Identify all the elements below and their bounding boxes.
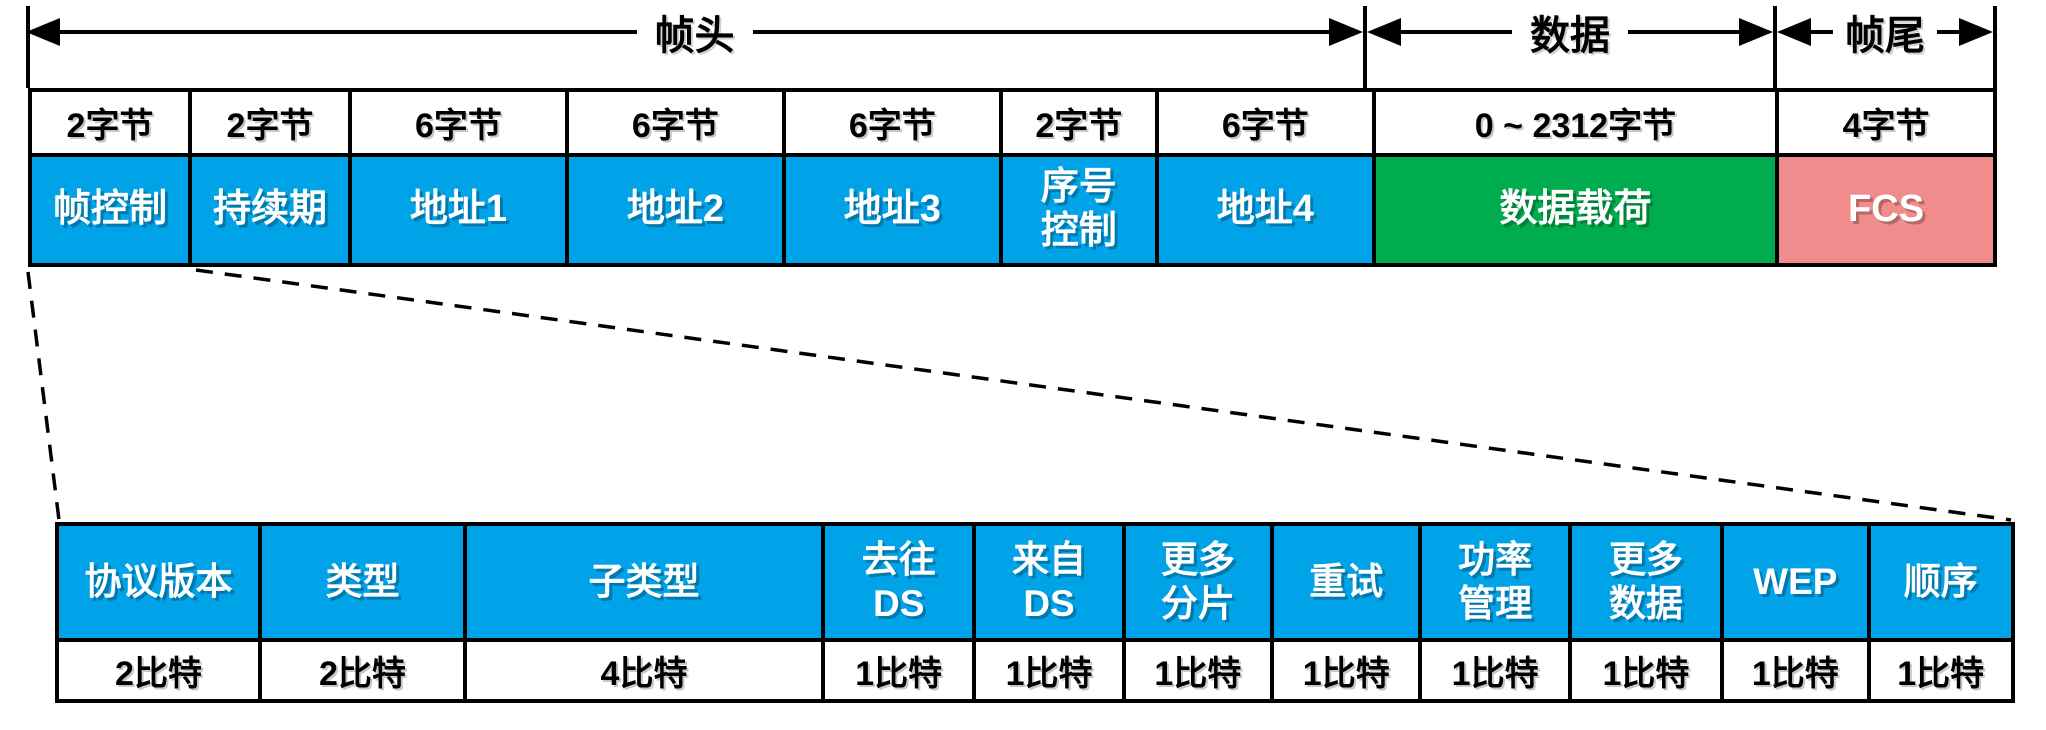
data-span-arrow: 数据 [1367,10,1773,58]
arrow-line [1811,30,1833,34]
bit-field-column: 协议版本 2比特 [59,526,258,699]
bit-field-column: 来自 DS 1比特 [976,526,1122,699]
arrow-line [1628,30,1739,34]
field-size: 6字节 [352,92,565,153]
bit-size: 1比特 [1125,642,1271,699]
frame-field-column: 2字节 持续期 [192,92,348,263]
region-label-data: 数据 [1530,14,1610,58]
bit-field-more-data: 更多 数据 [1571,526,1721,638]
arrow-line [1937,30,1959,34]
frame-field-column: 2字节 序号 控制 [1002,92,1155,263]
bit-size: 1比特 [1870,642,2011,699]
bit-field-type: 类型 [262,526,463,638]
frame-field-column: 4字节 FCS [1779,92,1993,263]
frame-control-bit-table: 协议版本 2比特 类型 2比特 子类型 4比特 去往 DS 1比特 来自 DS … [55,522,2015,703]
boundary-tick [1363,6,1367,88]
frame-field-column: 2字节 帧控制 [32,92,188,263]
boundary-tick [1773,6,1777,88]
bit-field-column: 顺序 1比特 [1870,526,2011,699]
frame-field-column: 6字节 地址2 [568,92,782,263]
field-frame-control: 帧控制 [32,157,188,263]
dashed-line-right [195,268,2012,522]
field-size: 2字节 [192,92,348,153]
bit-field-more-fragments: 更多 分片 [1125,526,1271,638]
field-size: 0 ~ 2312字节 [1375,92,1776,153]
field-address2: 地址2 [568,157,782,263]
bit-field-to-ds: 去往 DS [825,526,973,638]
bit-size: 1比特 [1422,642,1568,699]
bit-field-order: 顺序 [1870,526,2011,638]
bit-size: 2比特 [59,642,258,699]
frame-field-column: 6字节 地址1 [352,92,565,263]
boundary-tick [1993,6,1997,88]
field-fcs: FCS [1779,157,1993,263]
bit-field-column: 子类型 4比特 [466,526,822,699]
field-size: 6字节 [1158,92,1372,153]
bit-field-column: 功率 管理 1比特 [1422,526,1568,699]
bit-field-column: WEP 1比特 [1724,526,1867,699]
region-label-header: 帧头 [654,14,735,58]
bit-field-retry: 重试 [1274,526,1419,638]
field-size: 4字节 [1779,92,1993,153]
bit-field-wep: WEP [1724,526,1867,638]
field-sequence-control: 序号 控制 [1002,157,1155,263]
bit-size: 2比特 [262,642,463,699]
arrowhead-left-icon [26,18,60,46]
bit-field-protocol-version: 协议版本 [59,526,258,638]
bit-size: 1比特 [1274,642,1419,699]
bit-field-from-ds: 来自 DS [976,526,1122,638]
dashed-line-left [26,271,61,521]
bit-size: 4比特 [466,642,822,699]
frame-field-column: 6字节 地址3 [785,92,999,263]
field-address1: 地址1 [352,157,565,263]
bit-field-column: 去往 DS 1比特 [825,526,973,699]
frame-field-column: 6字节 地址4 [1158,92,1372,263]
header-span-arrow: 帧头 [26,10,1363,58]
field-data-payload: 数据载荷 [1375,157,1776,263]
bit-size: 1比特 [1571,642,1721,699]
frame-field-column: 0 ~ 2312字节 数据载荷 [1375,92,1776,263]
arrow-line [752,30,1329,34]
bit-field-column: 类型 2比特 [262,526,463,699]
bit-field-power-management: 功率 管理 [1422,526,1568,638]
field-size: 6字节 [785,92,999,153]
tail-span-arrow: 帧尾 [1777,10,1993,58]
bit-size: 1比特 [976,642,1122,699]
arrowhead-right-icon [1959,18,1993,46]
arrow-line [60,30,637,34]
boundary-tick [26,6,30,88]
arrowhead-left-icon [1367,18,1401,46]
field-address4: 地址4 [1158,157,1372,263]
bit-field-column: 重试 1比特 [1274,526,1419,699]
arrow-line [1401,30,1512,34]
field-size: 2字节 [32,92,188,153]
arrowhead-left-icon [1777,18,1811,46]
field-size: 2字节 [1002,92,1155,153]
arrowhead-right-icon [1329,18,1363,46]
field-size: 6字节 [568,92,782,153]
bit-field-column: 更多 分片 1比特 [1125,526,1271,699]
bit-field-column: 更多 数据 1比特 [1571,526,1721,699]
arrowhead-right-icon [1739,18,1773,46]
bit-size: 1比特 [1724,642,1867,699]
region-label-tail: 帧尾 [1845,14,1925,58]
bit-size: 1比特 [825,642,973,699]
bit-field-subtype: 子类型 [466,526,822,638]
field-address3: 地址3 [785,157,999,263]
field-duration: 持续期 [192,157,348,263]
frame-structure-table: 2字节 帧控制 2字节 持续期 6字节 地址1 6字节 地址2 6字节 地址3 … [28,88,1997,267]
